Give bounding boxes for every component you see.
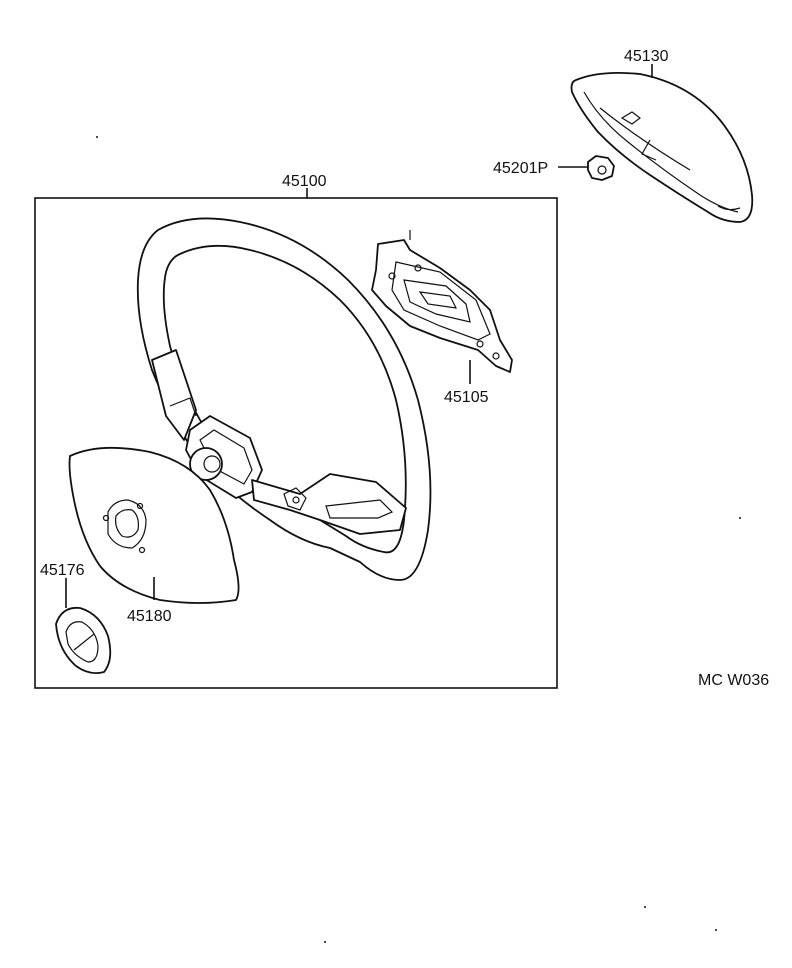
label-45180: 45180: [127, 608, 172, 625]
ring: [55, 606, 112, 675]
assembly-frame: [34, 197, 558, 689]
nut: [587, 155, 615, 181]
bracket: [371, 230, 513, 373]
label-45201P: 45201P: [493, 160, 548, 177]
steering-wheel: [136, 217, 432, 581]
horn-pad: [570, 71, 754, 223]
cover: [68, 446, 240, 604]
label-45130: 45130: [624, 48, 669, 65]
label-45105: 45105: [444, 389, 489, 406]
label-45100: 45100: [282, 173, 327, 190]
diagram-code: MC W036: [698, 672, 769, 689]
label-45176: 45176: [40, 562, 85, 579]
